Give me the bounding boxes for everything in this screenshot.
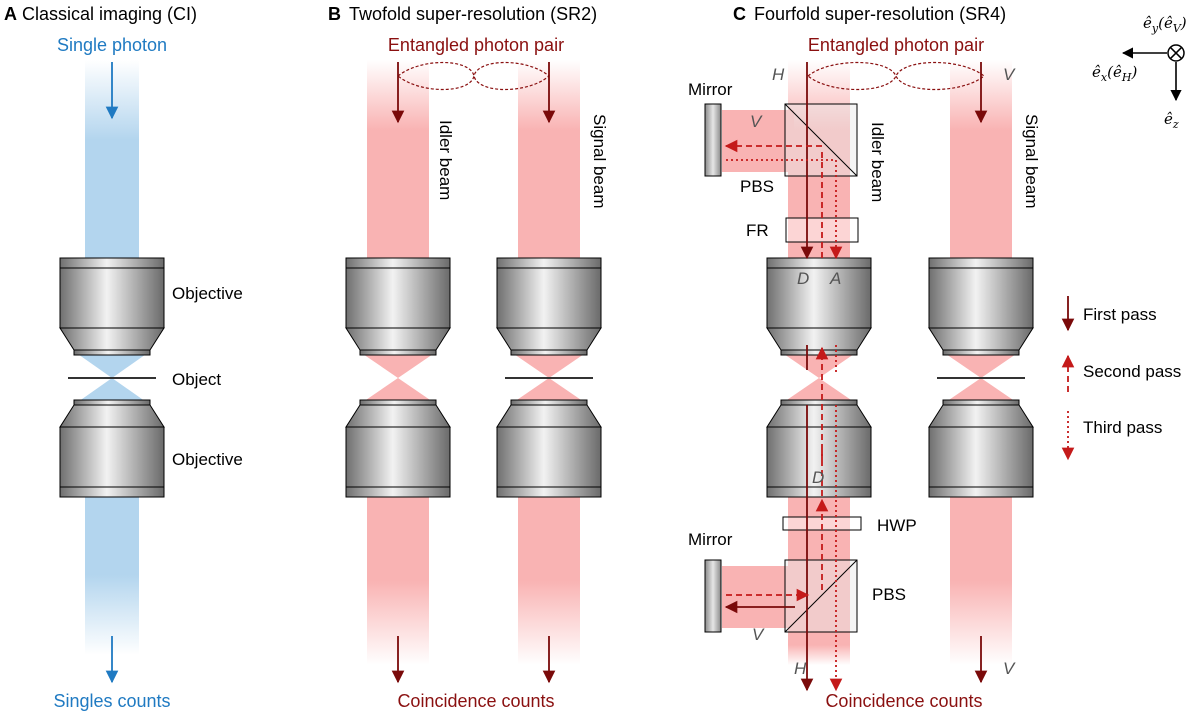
panel-b-letter: B [328, 4, 341, 24]
objective-bottom-label: Objective [172, 450, 243, 469]
entangled-pair-label: Entangled photon pair [388, 35, 564, 55]
objective-lens-icon [766, 257, 872, 356]
pbs-top-label: PBS [740, 177, 774, 196]
entanglement-loop-c [807, 62, 985, 90]
idler-beam-bottom-c [788, 615, 850, 665]
coordinate-axes: êy(êV) êx(êH) êz [1092, 14, 1187, 131]
objective-lens-icon [59, 257, 165, 356]
objective-lens-icon [345, 399, 451, 498]
panel-a-title: Classical imaging (CI) [22, 4, 197, 24]
singles-counts-label: Singles counts [53, 691, 170, 711]
objective-lens-icon [345, 257, 451, 356]
pol-d-top: D [797, 269, 809, 288]
mirror-bottom-label: Mirror [688, 530, 733, 549]
panel-a-letter: A [4, 4, 17, 24]
signal-beam-label: Signal beam [590, 114, 609, 209]
objective-lens-icon [928, 399, 1034, 498]
objective-lens-icon [496, 257, 602, 356]
hwp-label: HWP [877, 516, 917, 535]
pol-v-top: V [1003, 65, 1016, 84]
legend-third-pass: Third pass [1083, 418, 1162, 437]
axis-y-label: êy(êV) [1143, 14, 1187, 35]
axis-cross-mark [1169, 46, 1183, 60]
objective-lens-icon [928, 257, 1034, 356]
objective-lens-icon [496, 399, 602, 498]
axis-x-label: êx(êH) [1092, 63, 1137, 84]
panel-c: C Fourfold super-resolution (SR4) Entang… [688, 4, 1041, 711]
pol-v-mirror-top: V [750, 112, 763, 131]
mirror-top-label: Mirror [688, 80, 733, 99]
panel-a: A Classical imaging (CI) Single photon S… [4, 4, 243, 711]
legend-second-pass: Second pass [1083, 362, 1181, 381]
pol-d-bottom: D [812, 468, 824, 487]
panel-b: B Twofold super-resolution (SR2) Entangl… [328, 4, 609, 711]
panel-c-letter: C [733, 4, 746, 24]
pbs-bottom-label: PBS [872, 585, 906, 604]
beam-splitter-icon [784, 559, 858, 633]
legend: First pass Second pass Third pass [1061, 296, 1181, 461]
entangled-pair-label-c: Entangled photon pair [808, 35, 984, 55]
mirror-beam-bottom [722, 566, 794, 628]
pol-h-top: H [772, 65, 785, 84]
idler-focus-cone-c [781, 352, 857, 404]
coincidence-counts-label-c: Coincidence counts [825, 691, 982, 711]
idler-beam-top-c [788, 60, 850, 260]
mirror-icon [704, 103, 722, 177]
object-label: Object [172, 370, 221, 389]
pol-a-top: A [829, 269, 841, 288]
panel-c-title: Fourfold super-resolution (SR4) [754, 4, 1006, 24]
idler-beam-label: Idler beam [436, 120, 455, 200]
pol-h-bottom: H [794, 659, 807, 678]
legend-first-pass: First pass [1083, 305, 1157, 324]
signal-beam-label-c: Signal beam [1022, 114, 1041, 209]
mirror-icon [704, 559, 722, 633]
faraday-rotator-icon [785, 217, 859, 243]
single-photon-label: Single photon [57, 35, 167, 55]
fr-label: FR [746, 221, 769, 240]
second-pass-path [724, 139, 829, 602]
panel-b-title: Twofold super-resolution (SR2) [349, 4, 597, 24]
pol-v-bottom: V [1003, 659, 1016, 678]
idler-beam-label-c: Idler beam [868, 122, 887, 202]
third-pass-path [726, 159, 843, 692]
idler-focus-cone [360, 352, 436, 404]
axis-z-label: êz [1164, 110, 1179, 131]
pol-v-mirror-bottom: V [752, 625, 765, 644]
beam-splitter-icon [784, 103, 858, 177]
coincidence-counts-label-b: Coincidence counts [397, 691, 554, 711]
objective-top-label: Objective [172, 284, 243, 303]
objective-lens-icon [59, 399, 165, 498]
